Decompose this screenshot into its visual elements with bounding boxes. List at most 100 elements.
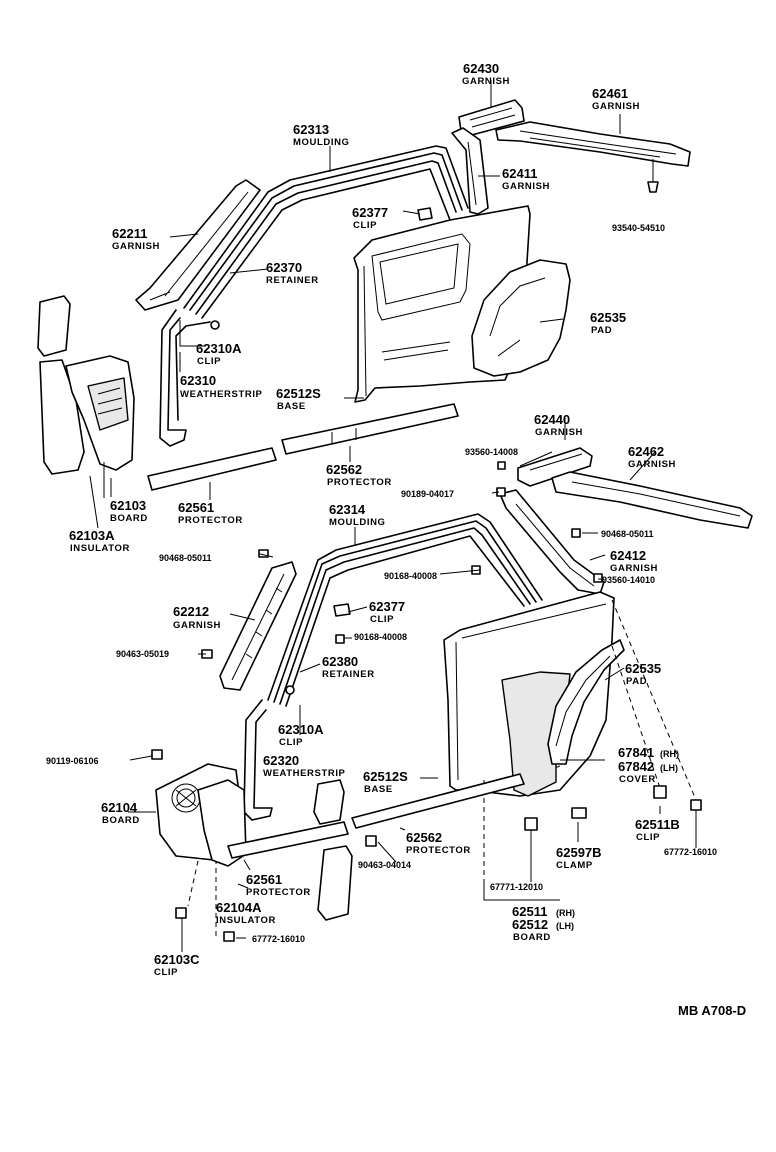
label-62597B-name: CLAMP bbox=[556, 860, 593, 871]
label-93560-b: 93560-14010 bbox=[602, 575, 655, 585]
label-62310A-upper-name: CLIP bbox=[197, 356, 221, 367]
part-62310-weatherstrip bbox=[159, 309, 211, 447]
label-62310A-lower-name: CLIP bbox=[279, 737, 303, 748]
part-62211-garnish bbox=[135, 179, 261, 311]
part-62370-retainer bbox=[201, 168, 451, 319]
label-62370: 62370 bbox=[266, 260, 302, 275]
label-62562-lower-name: PROTECTOR bbox=[406, 845, 471, 856]
label-62377-upper-name: CLIP bbox=[353, 220, 377, 231]
label-62440: 62440 bbox=[534, 412, 570, 427]
label-90119: 90119-06106 bbox=[46, 756, 99, 766]
label-62535-lower-name: PAD bbox=[626, 676, 647, 687]
label-62103A-name: INSULATOR bbox=[70, 543, 130, 554]
part-62212-garnish bbox=[219, 561, 297, 691]
label-62104A-name: INSULATOR bbox=[216, 915, 276, 926]
label-62103C-name: CLIP bbox=[154, 967, 178, 978]
label-62511-suffix: (RH) bbox=[556, 908, 575, 918]
label-62511B: 62511B bbox=[635, 817, 680, 832]
label-62377-lower: 62377 bbox=[369, 599, 405, 614]
label-62512S-lower-name: BASE bbox=[364, 784, 393, 795]
label-62212: 62212 bbox=[173, 604, 209, 619]
label-62440-name: GARNISH bbox=[535, 427, 583, 438]
label-62511B-name: CLIP bbox=[636, 832, 660, 843]
label-62561-upper-name: PROTECTOR bbox=[178, 515, 243, 526]
label-67841: 67841 bbox=[618, 745, 654, 760]
label-62103C: 62103C bbox=[154, 952, 200, 967]
part-62320-weatherstrip bbox=[243, 699, 273, 821]
label-62310-name: WEATHERSTRIP bbox=[180, 389, 263, 400]
label-62535-lower: 62535 bbox=[625, 661, 661, 676]
part-62461-garnish bbox=[495, 121, 691, 193]
part-62103-board bbox=[65, 355, 135, 471]
label-62511: 62511 bbox=[512, 904, 547, 919]
part-62380-retainer bbox=[285, 535, 525, 707]
label-90463-upper: 90463-05019 bbox=[116, 649, 169, 659]
label-62313: 62313 bbox=[293, 122, 329, 137]
label-62562-upper-name: PROTECTOR bbox=[327, 477, 392, 488]
part-62310A-clip bbox=[210, 320, 220, 330]
label-62430: 62430 bbox=[463, 61, 499, 76]
label-62370-name: RETAINER bbox=[266, 275, 319, 286]
label-62103-name: BOARD bbox=[110, 513, 148, 524]
label-62377-upper: 62377 bbox=[352, 205, 388, 220]
label-67842: 67842 bbox=[618, 759, 654, 774]
part-62562-protector-lower bbox=[351, 773, 525, 829]
label-62310: 62310 bbox=[180, 373, 216, 388]
label-62310A-lower: 62310A bbox=[278, 722, 324, 737]
label-62597B: 62597B bbox=[556, 845, 602, 860]
part-62411-garnish bbox=[451, 127, 489, 215]
part-62535-pad-lower bbox=[547, 639, 625, 765]
label-67842-suffix: (LH) bbox=[660, 763, 678, 773]
label-62380-name: RETAINER bbox=[322, 669, 375, 680]
label-62462-name: GARNISH bbox=[628, 459, 676, 470]
fasteners bbox=[151, 461, 702, 942]
label-62512S-lower: 62512S bbox=[363, 769, 408, 784]
label-90189: 90189-04017 bbox=[401, 489, 454, 499]
footer-code: MB A708-D bbox=[678, 1003, 746, 1018]
label-62411-name: GARNISH bbox=[502, 181, 550, 192]
label-62103A: 62103A bbox=[69, 528, 115, 543]
part-62104A-insulator bbox=[197, 779, 353, 921]
label-67771: 67771-12010 bbox=[490, 882, 543, 892]
label-62380: 62380 bbox=[322, 654, 358, 669]
label-62103: 62103 bbox=[110, 498, 146, 513]
label-62104A: 62104A bbox=[216, 900, 262, 915]
label-90168-lower: 90168-40008 bbox=[354, 632, 407, 642]
label-62430-name: GARNISH bbox=[462, 76, 510, 87]
label-62411: 62411 bbox=[502, 166, 537, 181]
label-62211: 62211 bbox=[112, 226, 147, 241]
label-62104: 62104 bbox=[101, 800, 138, 815]
label-62461-name: GARNISH bbox=[592, 101, 640, 112]
label-90168-upper: 90168-40008 bbox=[384, 571, 437, 581]
label-62211-name: GARNISH bbox=[112, 241, 160, 252]
part-62313-moulding bbox=[183, 145, 469, 315]
label-62535-upper-name: PAD bbox=[591, 325, 612, 336]
guide-lines bbox=[187, 599, 697, 940]
label-93540: 93540-54510 bbox=[612, 223, 665, 233]
label-62512: 62512 bbox=[512, 917, 548, 932]
label-93560-a: 93560-14008 bbox=[465, 447, 518, 457]
label-62512S-upper-name: BASE bbox=[277, 401, 306, 412]
label-62461: 62461 bbox=[592, 86, 628, 101]
part-62377-clip-lower bbox=[333, 603, 351, 617]
part-62314-moulding bbox=[267, 513, 543, 705]
label-67772-left: 67772-16010 bbox=[252, 934, 305, 944]
label-62320-name: WEATHERSTRIP bbox=[263, 768, 346, 779]
label-62310A-upper: 62310A bbox=[196, 341, 242, 356]
label-62320: 62320 bbox=[263, 753, 299, 768]
label-62314: 62314 bbox=[329, 502, 366, 517]
label-62314-name: MOULDING bbox=[329, 517, 386, 528]
part-62562-protector-upper bbox=[281, 403, 459, 455]
label-62562-upper: 62562 bbox=[326, 462, 362, 477]
label-62512-suffix: (LH) bbox=[556, 921, 574, 931]
label-62561-lower-name: PROTECTOR bbox=[246, 887, 311, 898]
part-62561-protector-lower bbox=[227, 821, 349, 859]
callout-labels: 62430 GARNISH 62461 GARNISH 62313 MOULDI… bbox=[46, 61, 746, 1018]
part-62310A-clip-lower bbox=[285, 685, 295, 695]
label-62462: 62462 bbox=[628, 444, 664, 459]
part-62561-protector-upper bbox=[147, 447, 277, 491]
part-62535-pad-upper bbox=[471, 259, 571, 377]
leader-lines bbox=[89, 80, 697, 952]
